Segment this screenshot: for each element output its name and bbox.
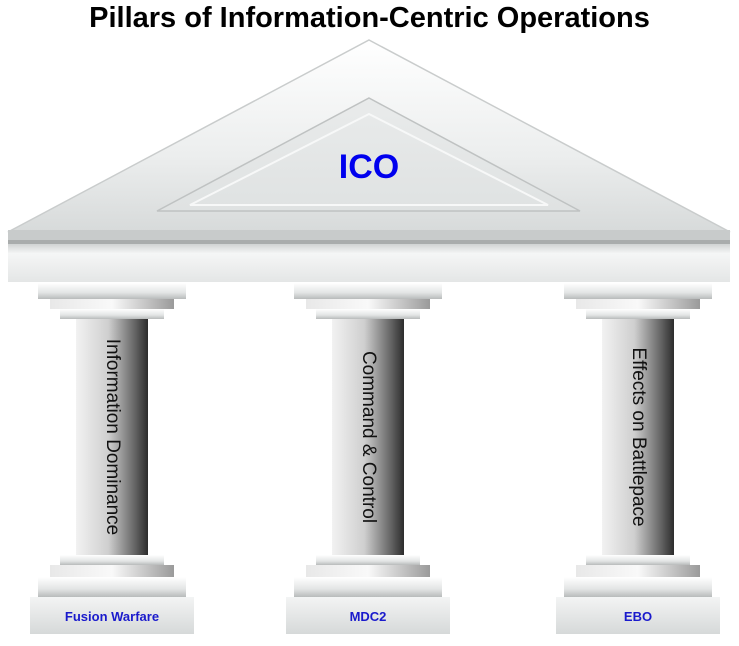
pillar-information-dominance	[30, 283, 194, 634]
entablature	[8, 230, 730, 282]
base-label-ebo: EBO	[624, 609, 652, 624]
pillar-effects-on-battlepace	[556, 283, 720, 634]
roof-pediment	[7, 39, 731, 233]
pillar-label-command-control: Command & Control	[358, 351, 379, 523]
diagram-title: Pillars of Information-Centric Operation…	[89, 2, 650, 34]
base-label-mdc2: MDC2	[350, 609, 387, 624]
base-label-fusion-warfare: Fusion Warfare	[65, 609, 159, 624]
pillar-command-control	[286, 283, 450, 634]
pillar-label-information-dominance: Information Dominance	[102, 339, 123, 535]
roof-label-ico: ICO	[339, 148, 399, 186]
pillar-label-effects-on-battlepace: Effects on Battlepace	[628, 347, 649, 526]
